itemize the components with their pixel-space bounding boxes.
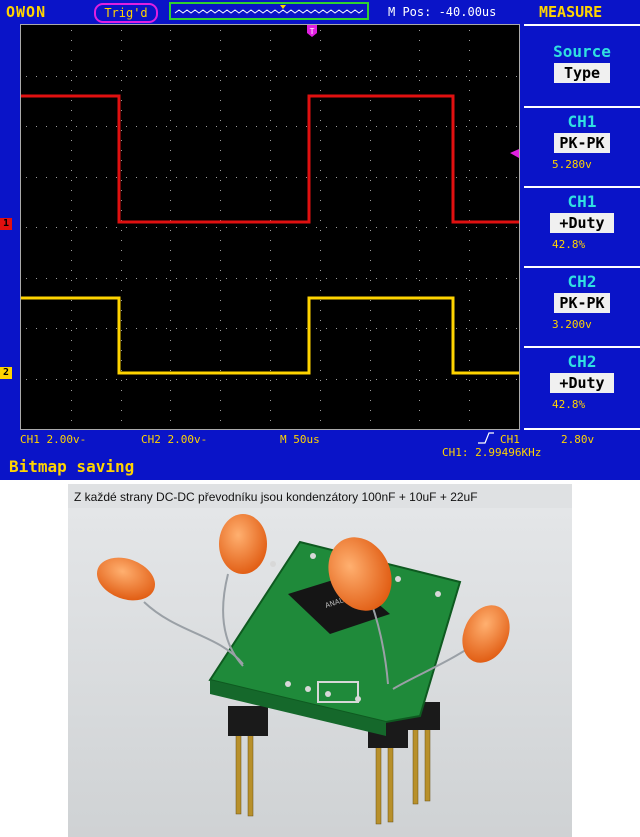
measure-item-channel: CH1: [567, 112, 597, 131]
svg-text:T: T: [310, 27, 315, 36]
menu-source-type[interactable]: Source Type: [524, 24, 640, 106]
memory-position-readout: M Pos: -40.00us: [388, 5, 497, 19]
waveform-display: T: [20, 24, 520, 430]
measure-item-type: PK-PK: [554, 133, 610, 153]
measure-item-value: 42.8%: [552, 398, 586, 411]
graticule: T: [21, 25, 519, 421]
trigger-level-icon: [510, 149, 519, 158]
frequency-readout: CH1: 2.99496KHz: [442, 446, 542, 459]
photo-caption: Z každé strany DC-DC převodníku jsou kon…: [74, 490, 478, 504]
measure-item-channel: CH2: [567, 272, 597, 291]
timebase-readout: M 50us: [280, 433, 320, 446]
trigger-status-badge: Trig'd: [94, 3, 158, 23]
dc-dc-converter-board-image: ANALOG: [68, 508, 572, 837]
menu-source-value: Type: [554, 63, 610, 83]
status-message: Bitmap saving: [9, 457, 135, 476]
measure-item-channel: CH1: [567, 192, 597, 211]
trigger-level-readout: 2.80v: [561, 433, 595, 446]
ch2-scale-readout: CH2 2.00v-: [141, 433, 208, 446]
measure-item-channel: CH2: [567, 352, 597, 371]
memory-position-bar: [169, 2, 369, 20]
oscilloscope-screen: OWON Trig'd M Pos: -40.00us MEASURE T 1 …: [0, 0, 640, 480]
menu-title: MEASURE: [539, 3, 603, 21]
brand-logo: OWON: [6, 3, 47, 21]
ch2-waveform: [21, 296, 519, 375]
ch2-ground-marker: 2: [0, 367, 12, 379]
waveform-preview-icon: [174, 5, 364, 14]
measure-item-value: 3.200v: [552, 318, 592, 331]
trigger-channel-readout: CH1: [500, 433, 520, 446]
measure-item-type: +Duty: [550, 373, 614, 393]
measure-item-2[interactable]: CH1 +Duty 42.8%: [524, 186, 640, 266]
measure-item-value: 42.8%: [552, 238, 586, 251]
measure-item-type: +Duty: [550, 213, 614, 233]
ch1-waveform: [21, 94, 519, 224]
trigger-position-icon: [307, 25, 317, 37]
ch1-scale-readout: CH1 2.00v-: [20, 433, 87, 446]
rising-edge-icon: [478, 432, 494, 444]
measure-item-4[interactable]: CH2 +Duty 42.8%: [524, 346, 640, 430]
measure-item-value: 5.280v: [552, 158, 592, 171]
measure-item-type: PK-PK: [554, 293, 610, 313]
measure-item-1[interactable]: CH1 PK-PK 5.280v: [524, 106, 640, 188]
ch1-ground-marker: 1: [0, 218, 12, 230]
menu-source-title: Source: [553, 42, 611, 61]
circuit-photo: Z každé strany DC-DC převodníku jsou kon…: [68, 484, 572, 837]
measure-item-3[interactable]: CH2 PK-PK 3.200v: [524, 266, 640, 346]
